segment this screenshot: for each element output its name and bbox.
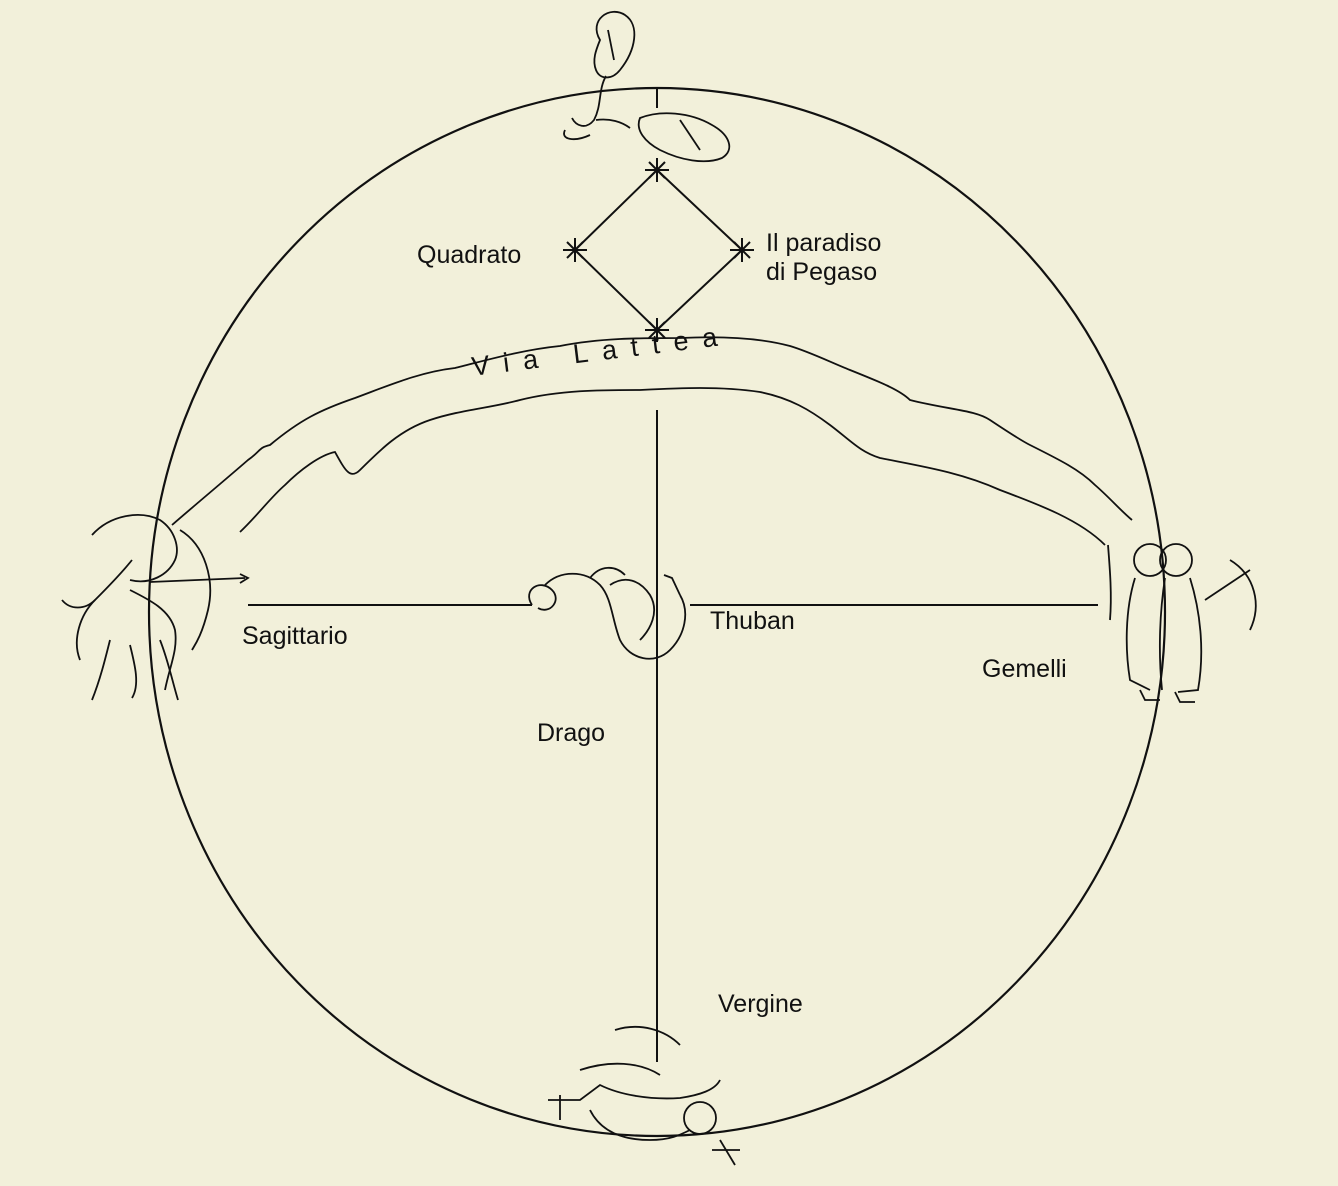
label-quadrato: Quadrato — [417, 241, 522, 269]
label-gemelli: Gemelli — [982, 655, 1067, 683]
pegaso-square — [573, 168, 744, 332]
vergine-figure — [548, 1026, 740, 1166]
star-top — [645, 158, 669, 182]
label-drago: Drago — [537, 719, 606, 747]
star-right — [730, 238, 754, 262]
gemelli-figure — [1107, 543, 1257, 703]
via-lattea-inner — [239, 387, 1106, 546]
pesci-figure — [563, 10, 731, 163]
drago-figure — [528, 566, 687, 660]
label-vergine: Vergine — [718, 990, 803, 1018]
label-paradiso-line1: Il paradiso — [766, 229, 882, 257]
label-sagittario: Sagittario — [242, 622, 348, 650]
via-lattea-band — [171, 336, 1133, 526]
label-paradiso-line2: di Pegaso — [766, 258, 878, 286]
label-thuban: Thuban — [710, 607, 795, 635]
star-left — [563, 238, 587, 262]
star-bottom — [645, 318, 669, 342]
sagittario-figure — [61, 514, 250, 701]
